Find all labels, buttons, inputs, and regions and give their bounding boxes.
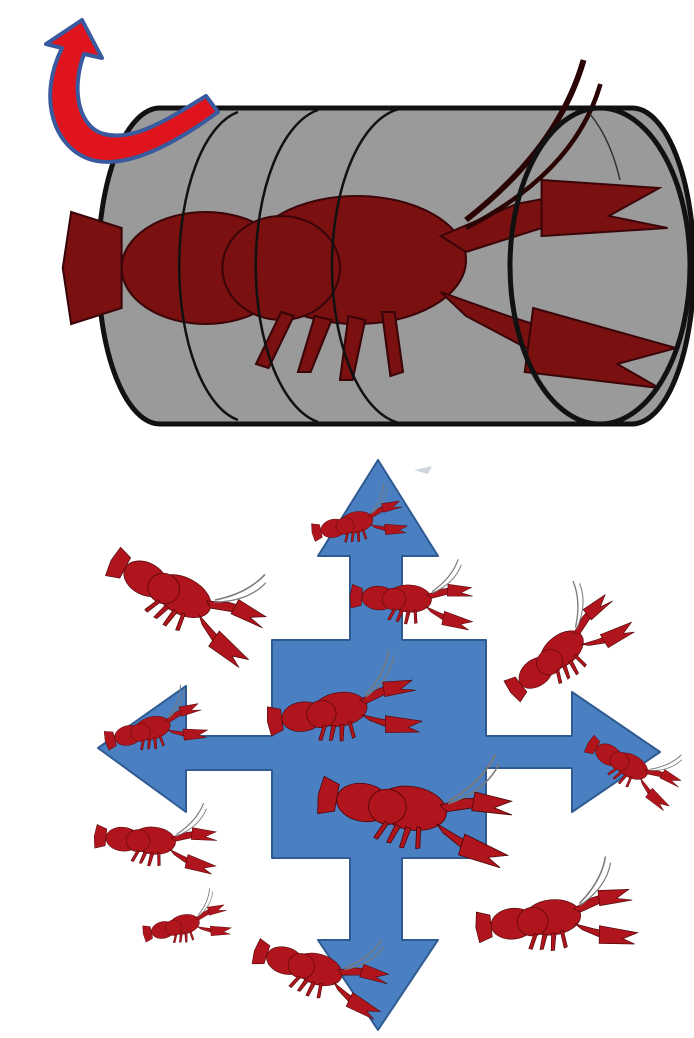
tube-panel [46, 20, 694, 424]
crayfish-10 [470, 854, 639, 960]
crayfish-9 [92, 792, 223, 874]
crayfish-11 [137, 886, 233, 952]
dispersal-panel [92, 460, 694, 1030]
crayfish-4 [480, 568, 637, 715]
crayfish-1 [95, 508, 288, 670]
